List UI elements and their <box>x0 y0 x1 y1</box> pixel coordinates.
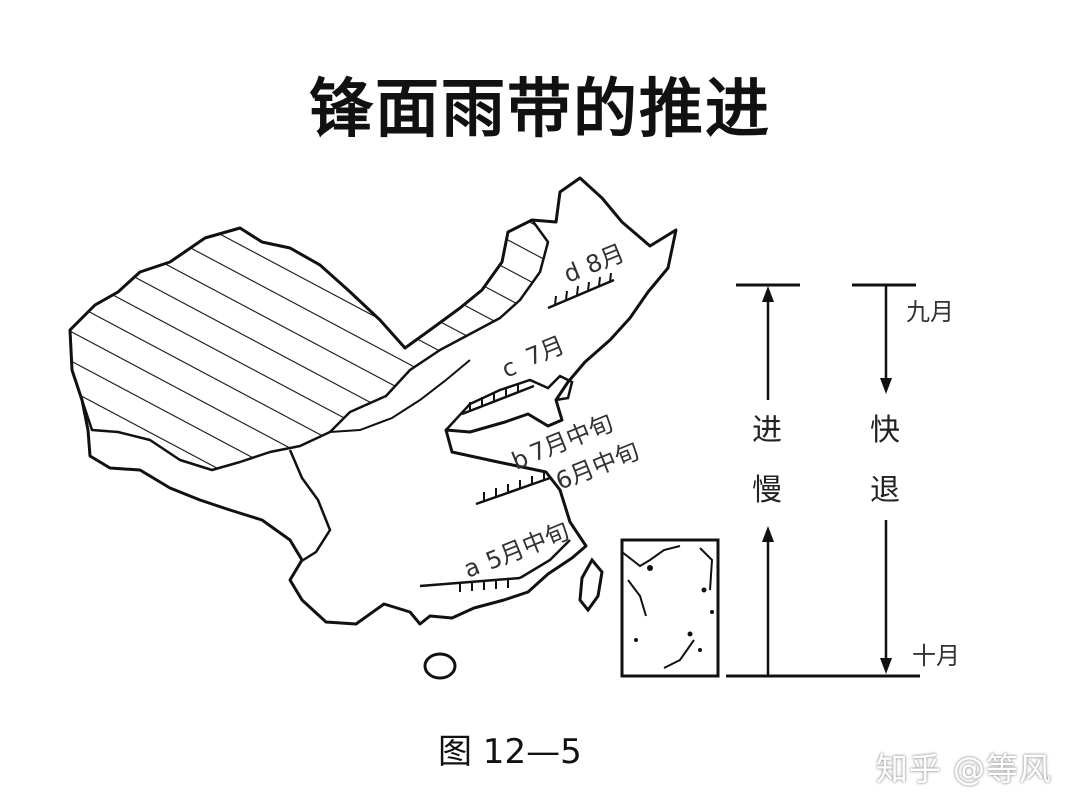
south-china-sea-inset <box>620 538 720 678</box>
timeline-start-month: 九月 <box>906 298 954 326</box>
retreat-char-1: 快 <box>870 413 900 448</box>
figure-caption: 图 12—5 <box>438 732 582 772</box>
internal-boundary <box>288 449 332 564</box>
advance-char-1: 进 <box>752 413 782 448</box>
advance-char-2: 慢 <box>752 473 782 508</box>
internal-boundary-2 <box>329 359 471 433</box>
retreat-char-2: 退 <box>870 473 900 508</box>
watermark: 知乎 @等风 <box>875 750 1052 788</box>
bohai-coast <box>445 374 574 431</box>
front-line-b <box>475 472 551 506</box>
taiwan-island <box>578 557 604 613</box>
hainan-island <box>423 652 457 680</box>
hatched-northwest-region <box>68 218 550 472</box>
page-title: 锋面雨带的推进 <box>309 73 771 147</box>
front-line-a <box>419 539 571 592</box>
timeline-diagram <box>726 283 920 678</box>
front-line-c <box>461 383 535 416</box>
front-line-d <box>547 272 615 310</box>
timeline-end-month: 十月 <box>912 642 960 670</box>
